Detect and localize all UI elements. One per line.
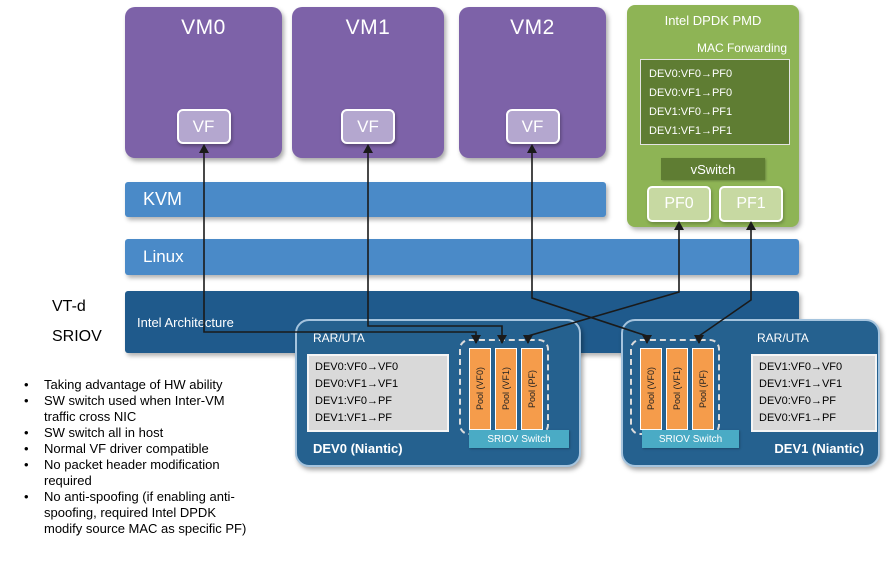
mac-table-row: DEV1:VF1→PF1: [649, 125, 733, 137]
mac-table-row: DEV0:VF1→PF0: [649, 87, 733, 99]
note-item: No packet header modification required: [14, 457, 250, 489]
vm0-vf-label: VF: [192, 116, 215, 136]
note-item: SW switch used when Inter-VM traffic cro…: [14, 393, 250, 425]
dev0-name: DEV0 (Niantic): [313, 441, 403, 456]
dev0-table-row: DEV1:VF0→PF: [315, 395, 393, 407]
mac-table-row: DEV0:VF0→PF0: [649, 68, 733, 80]
note-item: Taking advantage of HW ability: [14, 377, 250, 393]
dev1-forwarding-table: DEV1:VF0→VF0 DEV1:VF1→VF1 DEV0:VF0→PF DE…: [751, 354, 877, 432]
dev1-name: DEV1 (Niantic): [774, 441, 864, 456]
dev0-pool-pf-label: Pool (PF): [527, 369, 537, 408]
dev1-pool-pf-label: Pool (PF): [698, 369, 708, 408]
dev1-pool-vf1: Pool (VF1): [666, 348, 688, 430]
dev1-rar-label: RAR/UTA: [757, 331, 809, 345]
dev0-table-row: DEV1:VF1→PF: [315, 412, 393, 424]
dpdk-title: Intel DPDK PMD: [664, 13, 762, 28]
linux-layer: Linux: [125, 239, 799, 275]
dev0-pool-vf1-label: Pool (VF1): [501, 367, 511, 411]
dev0-box: RAR/UTA DEV0:VF0→VF0 DEV0:VF1→VF1 DEV1:V…: [295, 319, 581, 467]
mac-forwarding-table: DEV0:VF0→PF0 DEV0:VF1→PF0 DEV1:VF0→PF1 D…: [640, 59, 790, 145]
dev0-pool-vf0-label: Pool (VF0): [475, 367, 485, 411]
vm1-vf-chip: VF: [341, 109, 395, 144]
intel-architecture-label: Intel Architecture: [137, 314, 234, 330]
dev0-sriov-switch: SRIOV Switch: [469, 430, 569, 448]
vm0-vf-chip: VF: [176, 109, 231, 144]
dev1-table-row: DEV1:VF1→VF1: [759, 378, 843, 390]
vm2-vf-label: VF: [521, 116, 544, 136]
pf1-label: PF1: [736, 195, 766, 212]
vtd-sriov-label: VT-d SRIOV: [52, 292, 102, 352]
dev1-table-row: DEV0:VF0→PF: [759, 395, 837, 407]
kvm-layer: KVM: [125, 182, 606, 217]
dev1-box: RAR/UTA DEV1:VF0→VF0 DEV1:VF1→VF1 DEV0:V…: [621, 319, 880, 467]
dev1-pool-pf: Pool (PF): [692, 348, 714, 430]
linux-label: Linux: [143, 247, 184, 266]
dev0-pool-vf0: Pool (VF0): [469, 348, 491, 430]
kvm-label: KVM: [143, 189, 183, 209]
mac-table-row: DEV1:VF0→PF1: [649, 106, 733, 118]
vm0-box: VM0 VF: [125, 7, 282, 158]
vswitch-box: vSwitch: [661, 158, 765, 180]
dev0-pool-pf: Pool (PF): [521, 348, 543, 430]
mac-forwarding-label: MAC Forwarding: [696, 41, 787, 55]
pf0-label: PF0: [664, 195, 694, 212]
dev0-pools-group: Pool (VF0) Pool (VF1) Pool (PF): [459, 339, 549, 435]
intel-dpdk-pmd-box: Intel DPDK PMD MAC Forwarding DEV0:VF0→P…: [627, 5, 799, 227]
vm2-label: VM2: [510, 16, 555, 39]
vtd-label: VT-d: [52, 298, 86, 315]
dev1-pool-vf0-label: Pool (VF0): [646, 367, 656, 411]
sriov-label: SRIOV: [52, 328, 102, 345]
pf0-chip: PF0: [647, 186, 711, 222]
vm2-box: VM2 VF: [459, 7, 606, 158]
dev0-table-row: DEV0:VF1→VF1: [315, 378, 399, 390]
dev1-sriov-switch: SRIOV Switch: [642, 430, 739, 448]
dev0-table-row: DEV0:VF0→VF0: [315, 361, 399, 373]
vm1-label: VM1: [345, 16, 391, 39]
dev1-pool-vf1-label: Pool (VF1): [672, 367, 682, 411]
dev0-forwarding-table: DEV0:VF0→VF0 DEV0:VF1→VF1 DEV1:VF0→PF DE…: [307, 354, 449, 432]
dev1-table-row: DEV0:VF1→PF: [759, 412, 837, 424]
vm1-vf-label: VF: [357, 116, 379, 136]
note-item: No anti-spoofing (if enabling anti-spoof…: [14, 489, 250, 537]
dev1-table-row: DEV1:VF0→VF0: [759, 361, 843, 373]
notes-list: Taking advantage of HW ability SW switch…: [14, 377, 250, 537]
pf1-chip: PF1: [719, 186, 783, 222]
vm1-box: VM1 VF: [292, 7, 444, 158]
dev1-pool-vf0: Pool (VF0): [640, 348, 662, 430]
vm2-vf-chip: VF: [505, 109, 560, 144]
dev0-rar-label: RAR/UTA: [313, 331, 365, 345]
vm0-label: VM0: [181, 16, 226, 39]
dev1-pools-group: Pool (VF0) Pool (VF1) Pool (PF): [630, 339, 720, 435]
note-item: Normal VF driver compatible: [14, 441, 250, 457]
dev0-pool-vf1: Pool (VF1): [495, 348, 517, 430]
note-item: SW switch all in host: [14, 425, 250, 441]
